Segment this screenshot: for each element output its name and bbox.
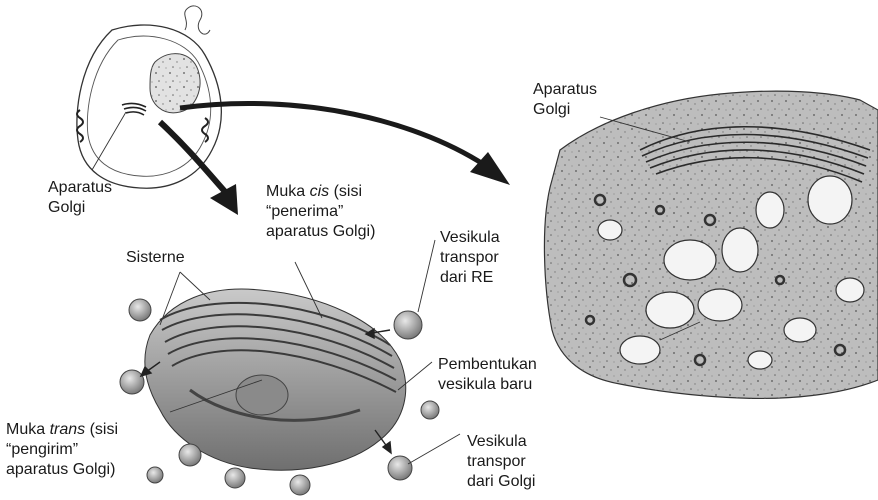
label-trans-face: Muka trans (sisi “pengirim” aparatus Gol… xyxy=(6,420,118,480)
arrow-to-micrograph xyxy=(180,103,510,185)
electron-micrograph xyxy=(544,91,878,398)
label-vesikula-transpor-golgi: Vesikula transpor dari Golgi xyxy=(467,432,535,492)
label-cis-face: Muka cis (sisi “penerima” aparatus Golgi… xyxy=(266,182,375,242)
golgi-3d-model xyxy=(120,289,439,495)
label-sisterne: Sisterne xyxy=(126,248,185,268)
label-vesikula-transpor-re: Vesikula transpor dari RE xyxy=(440,228,500,288)
label-golgi-cell: Aparatus Golgi xyxy=(48,178,112,218)
label-golgi-micrograph: Aparatus Golgi xyxy=(533,80,597,120)
label-pembentukan-vesikula: Pembentukan vesikula baru xyxy=(438,355,537,395)
